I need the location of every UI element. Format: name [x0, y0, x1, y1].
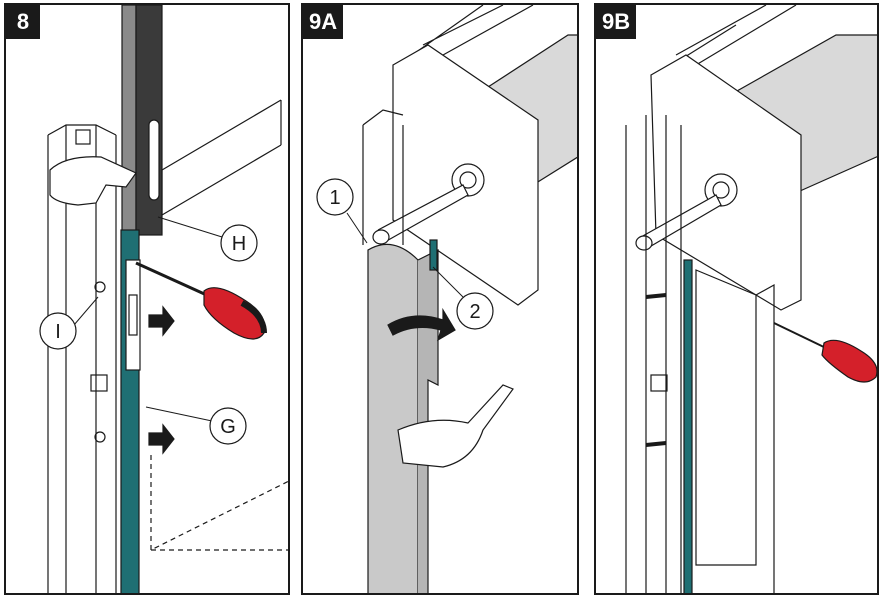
panel-8: 8: [4, 3, 290, 595]
step-8-illustration: H I G: [39, 5, 288, 593]
cover-profile: [367, 243, 419, 593]
roller-tube: [720, 34, 877, 196]
hand: [397, 384, 514, 468]
cover-profile: [695, 269, 757, 566]
step-9a-illustration: 1 2: [316, 5, 577, 593]
panel-9a: 9A 1: [301, 3, 579, 595]
screw: [94, 431, 106, 443]
fabric-strip: [121, 5, 137, 236]
screw: [94, 281, 106, 293]
callout-g: G: [145, 406, 247, 445]
panel-9b: 9B: [594, 3, 879, 595]
step-label-9b: 9B: [596, 5, 637, 39]
screw: [645, 441, 667, 447]
side-rail-top: [135, 5, 163, 236]
rotate-arrow-icon: [387, 307, 456, 342]
callout-2: 2: [432, 266, 494, 330]
push-arrow-icon: [148, 423, 175, 455]
callout-i: I: [39, 296, 99, 350]
teal-guide-rail: [683, 259, 693, 593]
callout-h: H: [157, 216, 258, 262]
hand: [49, 156, 137, 206]
svg-text:I: I: [55, 321, 61, 343]
step-9b-illustration: [625, 5, 877, 593]
svg-text:2: 2: [469, 301, 480, 323]
slot-plate: [148, 119, 160, 201]
push-arrow-icon: [148, 305, 175, 337]
svg-text:H: H: [232, 233, 246, 255]
screwdriver-icon: [135, 261, 267, 340]
screw: [645, 293, 667, 299]
svg-text:G: G: [220, 416, 236, 438]
screwdriver-icon: [773, 322, 877, 383]
step-label-9a: 9A: [303, 5, 344, 39]
svg-text:1: 1: [329, 187, 340, 209]
step-label-8: 8: [6, 5, 40, 39]
callout-1: 1: [316, 178, 368, 244]
